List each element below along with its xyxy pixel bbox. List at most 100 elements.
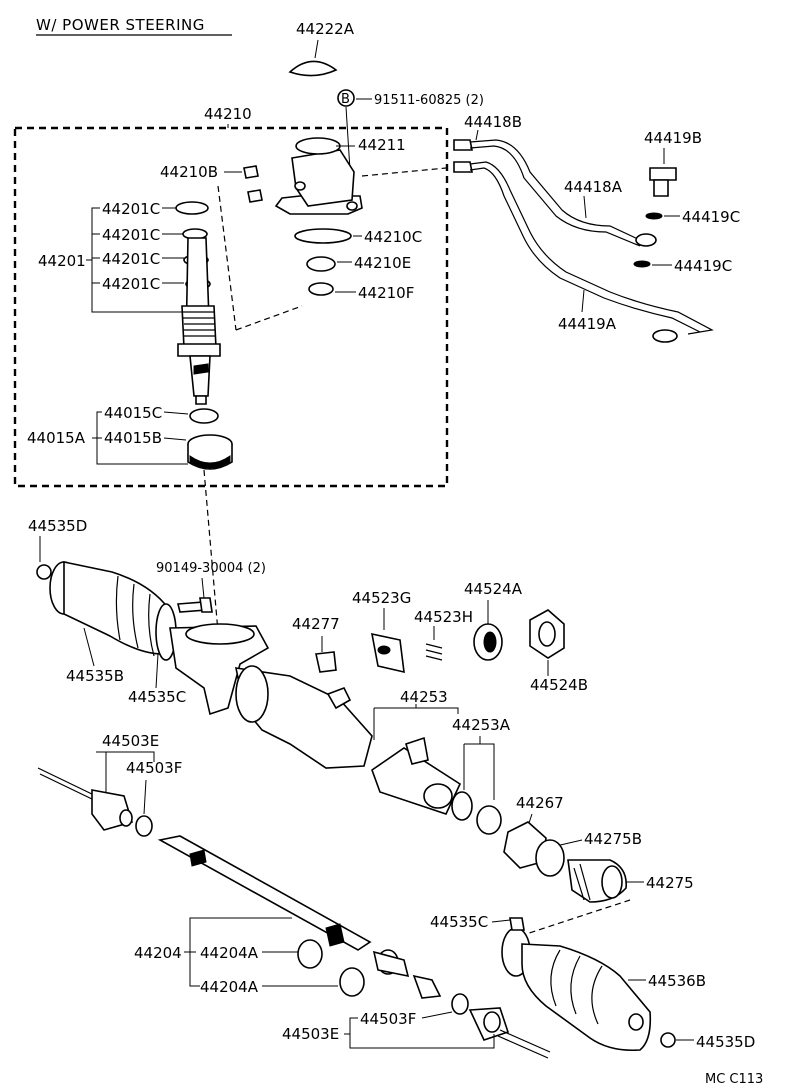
diagram-code: MC C113 (705, 1072, 763, 1087)
part-44419C-gasket-2 (633, 260, 651, 268)
label-44201C-3: 44201C (102, 250, 160, 268)
label-44275: 44275 (646, 874, 694, 892)
part-44253A-seal-2 (476, 805, 502, 835)
leader-44503F-bot (421, 1011, 453, 1019)
part-44210B-nipple-2 (247, 189, 263, 203)
assembly-box-44210 (13, 126, 449, 488)
label-44253A: 44253A (452, 716, 511, 734)
label-44503E-bot: 44503E (282, 1025, 339, 1043)
part-44277-plug (315, 651, 337, 673)
bracket-44204 (184, 917, 292, 987)
part-44524A-adjuster (473, 623, 503, 661)
label-44210F: 44210F (358, 284, 414, 302)
label-44015C: 44015C (104, 404, 162, 422)
leader-44535B (83, 627, 95, 667)
part-44253A-seal-1 (451, 791, 473, 821)
part-44503E-tie-rod-end-left (37, 767, 134, 831)
label-90149-30004: 90149-30004 (2) (156, 561, 266, 576)
dash-shaft-connection (235, 305, 303, 331)
leader-44015B (163, 437, 187, 441)
label-44210B: 44210B (160, 163, 218, 181)
label-44015B: 44015B (104, 429, 162, 447)
part-44523H-spring (425, 643, 443, 661)
leader-90149 (201, 577, 205, 599)
dash-nipple-to-shaft (217, 185, 237, 331)
part-44418B-union (453, 139, 473, 173)
bolt-symbol-letter: B (341, 92, 350, 107)
part-44210F-bearing (308, 282, 334, 296)
part-44419C-gasket-1 (645, 212, 663, 220)
part-44503F-nut-top (135, 815, 153, 837)
label-44201C-1: 44201C (102, 200, 160, 218)
label-44418A: 44418A (564, 178, 623, 196)
part-44503F-nut-bot (451, 993, 469, 1015)
label-91511-60825: 91511-60825 (2) (374, 93, 484, 108)
label-44523G: 44523G (352, 589, 411, 607)
label-44523H: 44523H (414, 608, 473, 626)
leader-44418B (475, 129, 479, 141)
part-44204A-bushing-1 (297, 939, 323, 969)
label-44535C-top: 44535C (128, 688, 186, 706)
part-44524B-locknut (529, 609, 565, 659)
leader-44015C (163, 411, 189, 415)
label-44267: 44267 (516, 794, 564, 812)
bracket-44201 (86, 207, 186, 313)
label-44204A-2: 44204A (200, 978, 259, 996)
label-44204A-1: 44204A (200, 944, 259, 962)
label-44277: 44277 (292, 615, 340, 633)
label-44419A: 44419A (558, 315, 617, 333)
label-44419C-1: 44419C (682, 208, 740, 226)
part-44536B-boot (521, 943, 652, 1052)
label-44536B: 44536B (648, 972, 706, 990)
label-44015A: 44015A (27, 429, 86, 447)
label-44503E-top: 44503E (102, 732, 159, 750)
part-44201-valve-shaft (175, 201, 221, 405)
dash-housing-to-lines (361, 167, 447, 177)
label-44535D-top: 44535D (28, 517, 87, 535)
bracket-44503-bot (344, 1017, 495, 1049)
label-44535B: 44535B (66, 667, 124, 685)
label-44210: 44210 (204, 105, 252, 123)
bracket-44253 (374, 704, 459, 714)
part-44211-valve-housing (274, 137, 363, 215)
leader-bolt-down (345, 106, 351, 171)
bracket-44253A (463, 736, 495, 800)
label-44204: 44204 (134, 944, 182, 962)
label-44210E: 44210E (354, 254, 411, 272)
diagram-title: W/ POWER STEERING (36, 16, 205, 34)
part-44253-cylinder-tube (371, 736, 462, 815)
label-44419B: 44419B (644, 129, 702, 147)
label-44503F-top: 44503F (126, 759, 182, 777)
label-44275B: 44275B (584, 830, 642, 848)
part-44535D-clip-top (36, 564, 52, 580)
part-44535D-clip-bot (660, 1032, 676, 1048)
label-44418B: 44418B (464, 113, 522, 131)
leader-44419A (581, 289, 585, 313)
part-44419A-return-line (469, 161, 714, 343)
bolt-symbol-circle (337, 89, 355, 107)
dash-valve-to-housing (203, 469, 219, 633)
leader-44222A (314, 39, 319, 59)
label-44524B: 44524B (530, 676, 588, 694)
label-44210C: 44210C (364, 228, 422, 246)
bracket-44503-top (96, 751, 155, 796)
label-44201C-2: 44201C (102, 226, 160, 244)
part-44015C-ring (189, 408, 219, 424)
leader-44503F-top (143, 779, 147, 815)
part-44204-rack (157, 835, 410, 978)
dash-boot-alignment (519, 899, 631, 937)
label-44201: 44201 (38, 252, 86, 270)
label-44201C-4: 44201C (102, 275, 160, 293)
part-44275B-ring (535, 839, 565, 877)
label-44524A: 44524A (464, 580, 523, 598)
part-44523G-rack-guide (370, 632, 405, 674)
label-44419C-2: 44419C (674, 257, 732, 275)
part-44210B-nipple-1 (243, 165, 259, 179)
part-44419B-bolt (649, 167, 677, 197)
part-44015B-bearing (187, 434, 233, 470)
label-44211: 44211 (358, 136, 406, 154)
label-44535C-bot: 44535C (430, 913, 488, 931)
label-44535D-bot: 44535D (696, 1033, 755, 1051)
